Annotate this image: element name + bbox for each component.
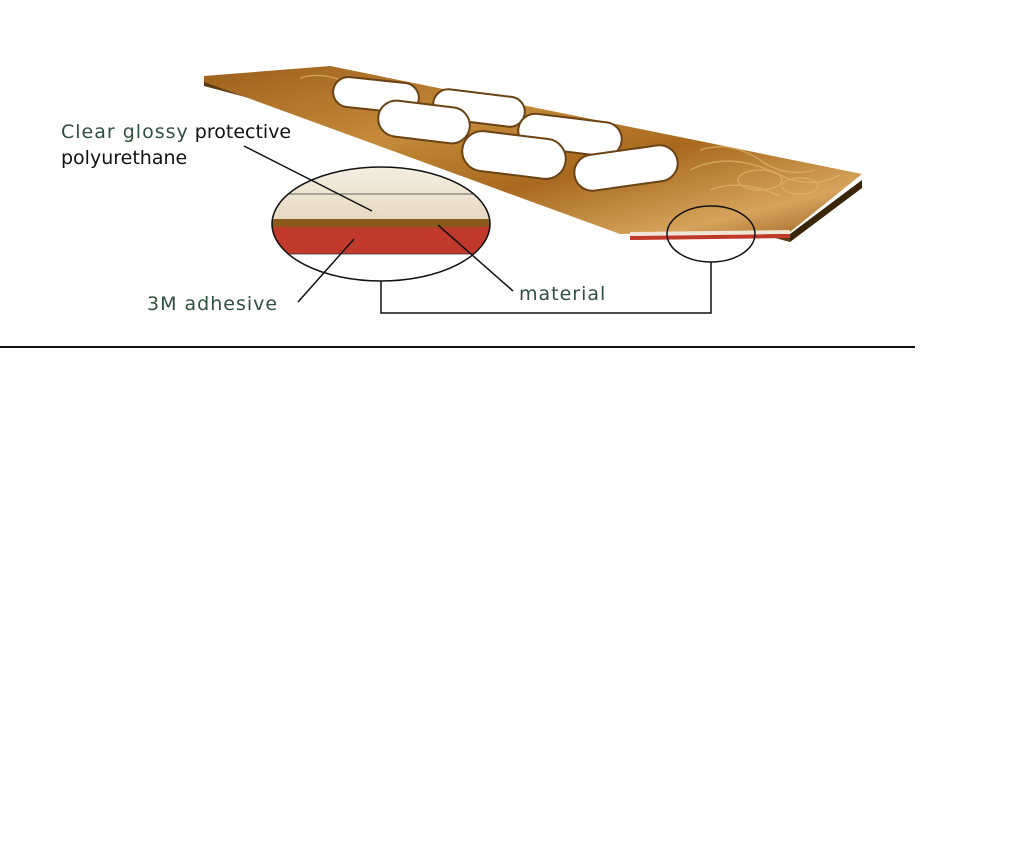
- magnified-cross-section: [271, 166, 491, 282]
- polyurethane-label-part1: Clear glossy: [61, 121, 189, 143]
- connector-bracket: [380, 262, 712, 314]
- cutout-3: [377, 99, 471, 145]
- leader-material: [437, 224, 514, 292]
- material-label: material: [519, 283, 607, 305]
- adhesive-label: 3M adhesive: [147, 293, 279, 315]
- material-layer: [272, 219, 490, 227]
- polyurethane-label: Clear glossy protective: [61, 120, 291, 144]
- polyurethane-label-line2: polyurethane: [61, 147, 188, 169]
- wood-grain: [299, 74, 841, 197]
- dash-panel: [204, 66, 862, 242]
- adhesive-layer: [272, 227, 490, 254]
- cutout-5: [461, 130, 567, 180]
- polyurethane-label-part2: protective: [194, 121, 292, 143]
- panel-cutouts: [332, 76, 679, 192]
- leader-adhesive: [297, 238, 355, 303]
- panel-edge-layers: [630, 230, 790, 240]
- panel-edge-right: [790, 180, 862, 242]
- leader-polyurethane: [243, 145, 373, 212]
- cutout-6: [573, 144, 679, 192]
